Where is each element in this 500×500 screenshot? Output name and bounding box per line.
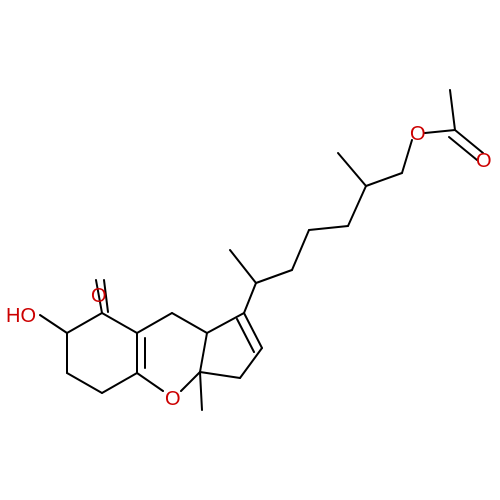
bond-acetyl-methyl xyxy=(449,89,456,131)
bond-chain-3-ch xyxy=(255,269,293,284)
bond-acetyl-carbonyl-c-o-ester xyxy=(424,129,456,134)
hydroxyl-label: HO xyxy=(6,305,36,327)
bond-ester-o-ch2 xyxy=(401,139,413,174)
bond-ch-ring xyxy=(243,282,257,314)
bond-c3a-c9a xyxy=(199,332,208,373)
bond-o-c3a xyxy=(180,371,201,392)
bond-c5-c4a xyxy=(101,372,138,394)
bond-chain-1-2 xyxy=(308,225,349,231)
bond-acetyl-carbonyl-double-a xyxy=(454,129,484,154)
bond-c8-c7 xyxy=(66,312,103,334)
bond-c8-o-double-a xyxy=(95,279,103,314)
bond-c7-oh xyxy=(39,314,68,334)
ketone-oxygen-label: O xyxy=(91,285,107,307)
bond-c3a-methyl xyxy=(199,371,203,411)
carbonyl-oxygen-label: O xyxy=(476,150,492,172)
bond-c1-c2-double-b xyxy=(236,318,255,353)
ester-oxygen-label: O xyxy=(410,123,426,145)
bond-c1-c2-double-a xyxy=(243,312,263,349)
bond-c1-c9a xyxy=(206,312,245,334)
bond-c9-c8a xyxy=(136,312,173,334)
bond-c4a-o xyxy=(136,372,164,392)
bond-acetyl-carbonyl-double-b xyxy=(448,136,478,161)
bond-c3-c3a xyxy=(199,371,241,379)
ring-oxygen-label: O xyxy=(165,388,181,410)
bond-ch-methyl-2 xyxy=(229,249,257,284)
bond-c6-c5 xyxy=(66,372,103,394)
bond-ch-methyl xyxy=(337,152,367,187)
bond-c9a-c9 xyxy=(171,312,208,334)
bond-ch-chain-1 xyxy=(347,185,367,227)
bond-ch2-ch xyxy=(365,172,403,187)
bond-chain-2-3 xyxy=(291,229,310,271)
bond-c2-c3 xyxy=(239,347,263,379)
bond-c8a-c8 xyxy=(101,312,138,334)
bond-c8-o-double-b xyxy=(103,279,109,313)
